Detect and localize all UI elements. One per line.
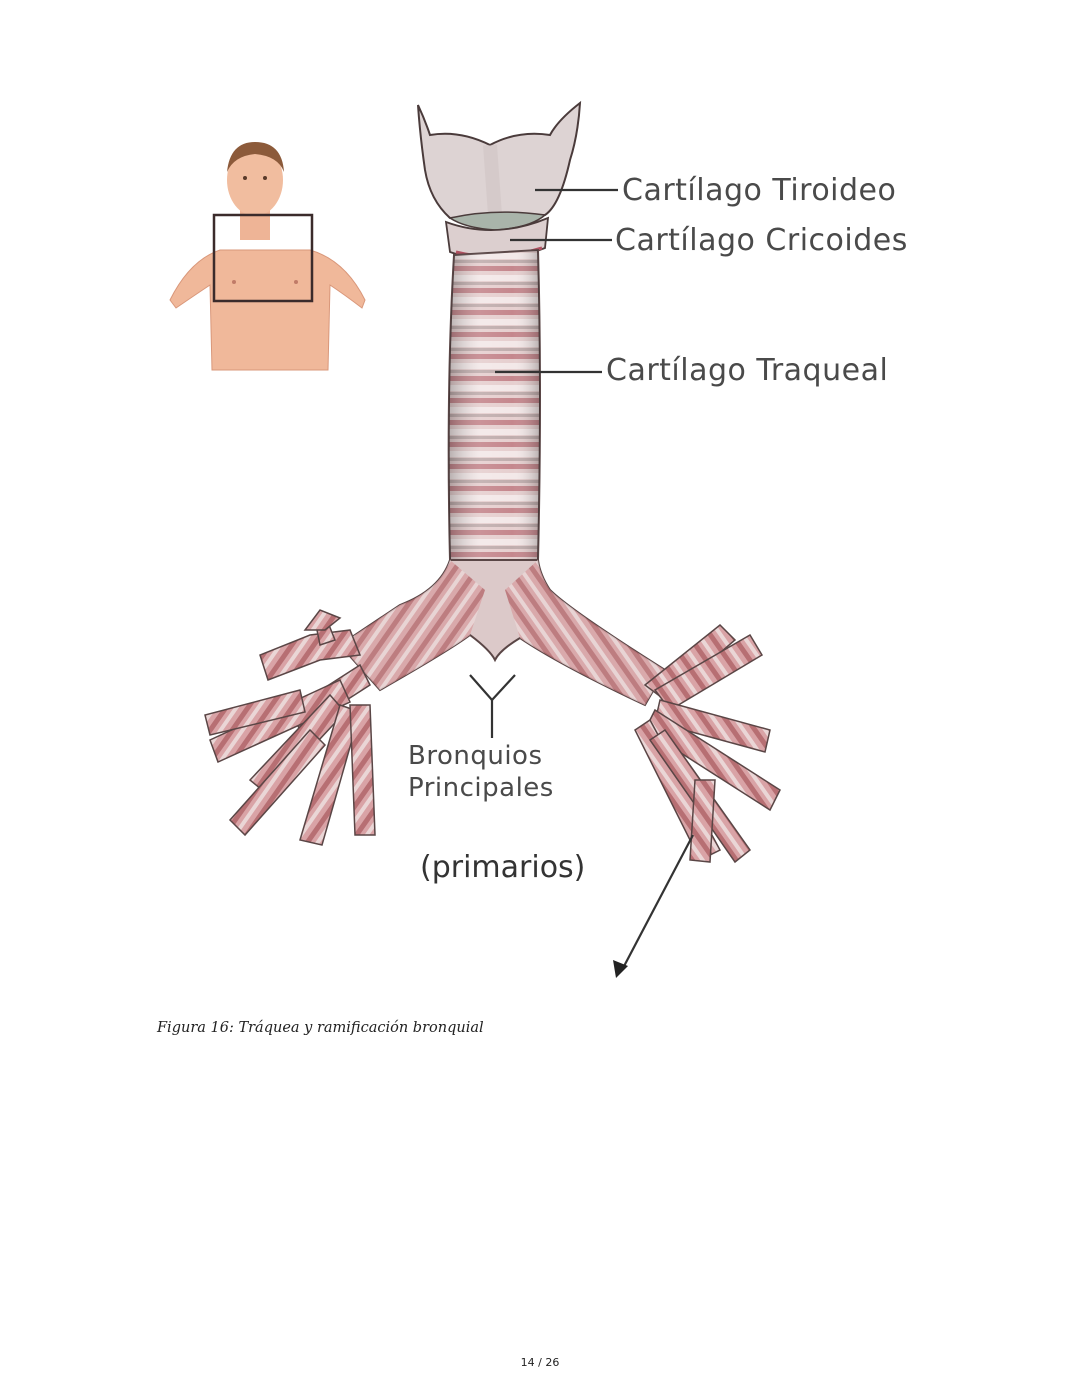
torso-thumbnail (169, 142, 366, 371)
thyroid-cartilage (417, 100, 582, 231)
label-primarios: (primarios) (420, 850, 586, 885)
label-bronquios-principales: Bronquios Principales (408, 740, 554, 804)
trachea-illustration (169, 100, 781, 978)
right-bronchial-tree (634, 623, 781, 864)
label-cartilago-cricoides: Cartílago Cricoides (615, 223, 908, 258)
figure-caption: Figura 16: Tráquea y ramificación bronqu… (157, 1020, 484, 1036)
label-bronquios-line1: Bronquios (408, 741, 543, 771)
trachea (447, 248, 541, 561)
page-number: 14 / 26 (520, 1356, 560, 1369)
left-bronchial-tree (204, 609, 376, 846)
label-cartilago-tiroideo: Cartílago Tiroideo (622, 173, 897, 208)
trachea-figure: Cartílago Tiroideo Cartílago Cricoides C… (150, 90, 940, 990)
leader-lines (469, 188, 694, 978)
label-cartilago-traqueal: Cartílago Traqueal (606, 353, 889, 388)
main-bronchi (338, 559, 667, 707)
label-bronquios-line2: Principales (408, 773, 554, 803)
